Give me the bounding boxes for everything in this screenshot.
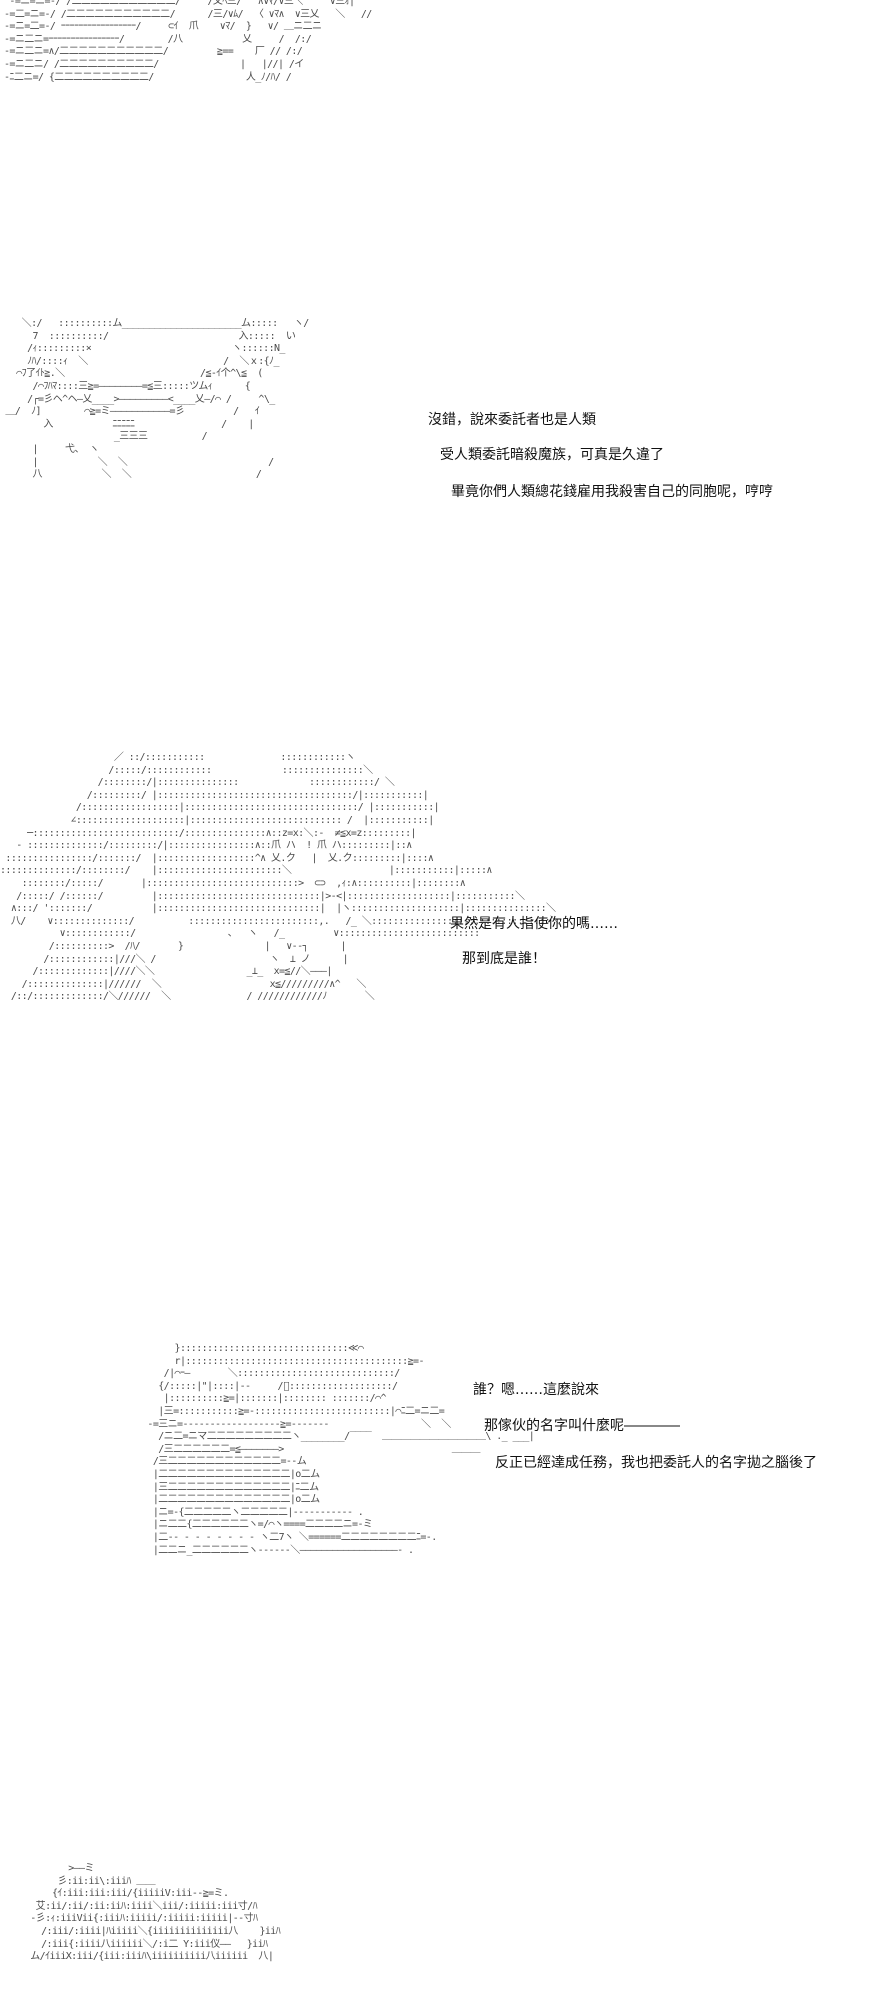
- dialogue-line-2-2: 那到底是誰！: [462, 951, 546, 967]
- ascii-art-panel-1: -=ニ=ニ=-/ /二二二二二二二二二二二/ /乂ﾍ三/ ∧∨ﾏ/∨三＼ ∨三ｵ…: [4, 0, 372, 83]
- dialogue-line-1-2: 受人類委託暗殺魔族，可真是久違了: [440, 447, 664, 463]
- dialogue-line-2-1: 果然是有人指使你的嗎……: [450, 916, 618, 932]
- ascii-art-panel-3: ／ ::/::::::::::: ::::::::::::ヽ /:::::/::…: [0, 752, 560, 1003]
- dialogue-line-3-3: 反正已經達成任務，我也把委託人的名字拋之腦後了: [495, 1455, 817, 1471]
- ascii-art-panel-5: >――ミ 彡:ii:ii\:iiiﾊ ＿＿ {ｲ:iii:iii:iii/{ii…: [30, 1863, 281, 1963]
- ascii-art-panel-2: ＼:/ ::::::::::ム______________________ム::…: [5, 318, 309, 481]
- dialogue-line-3-2: 那傢伙的名字叫什麼呢――――: [484, 1418, 680, 1434]
- dialogue-line-1-3: 畢竟你們人類總花錢雇用我殺害自己的同胞呢，哼哼: [451, 484, 773, 500]
- ascii-art-panel-4: }:::::::::::::::::::::::::::::::≪⌒ r|:::…: [147, 1343, 535, 1556]
- dialogue-line-3-1: 誰？嗯……這麼說來: [473, 1382, 599, 1398]
- dialogue-line-1-1: 沒錯，說來委託者也是人類: [428, 412, 596, 428]
